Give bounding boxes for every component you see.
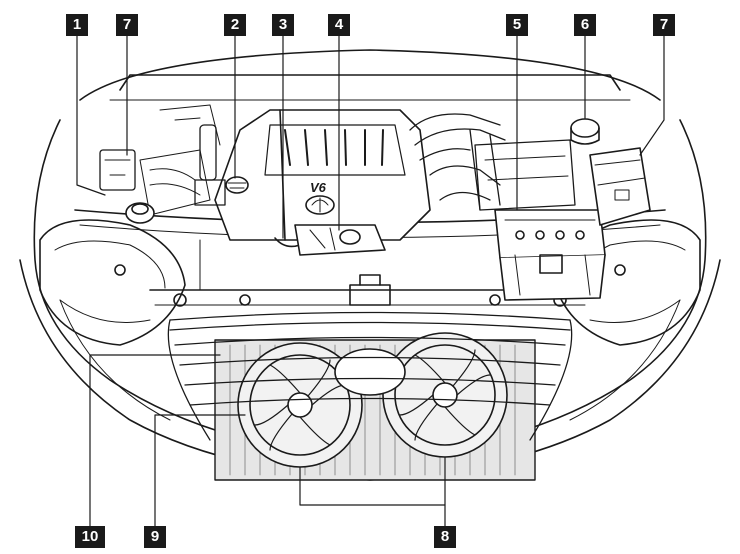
callout-10: 10 (75, 526, 105, 548)
callout-9: 9 (144, 526, 166, 548)
callout-4: 4 (328, 14, 350, 36)
fan-relay-oval (334, 348, 406, 396)
leader-lines (76, 29, 665, 536)
callout-6: 6 (574, 14, 596, 36)
left-compartment-parts (99, 104, 226, 216)
left-cooling-fan (237, 342, 363, 468)
callout-1: 1 (66, 14, 88, 36)
front-grille (167, 311, 573, 441)
brake-fluid-reservoir (125, 202, 155, 224)
right-cooling-fan (382, 332, 508, 458)
callout-8: 8 (434, 526, 456, 548)
fuse-box-right (589, 147, 651, 226)
washer-fluid-tank (570, 118, 600, 145)
callout-3: 3 (272, 14, 294, 36)
air-cleaner (474, 139, 576, 211)
callout-7-left: 7 (116, 14, 138, 36)
oil-filler-cap (225, 176, 249, 194)
engine-cover (214, 109, 431, 241)
callout-5: 5 (506, 14, 528, 36)
callout-7-right: 7 (653, 14, 675, 36)
battery (494, 209, 606, 301)
coolant-reservoir (294, 224, 386, 256)
intake-hoses (409, 113, 506, 211)
left-headlight (39, 219, 186, 346)
callout-2: 2 (224, 14, 246, 36)
engine-badge: V6 (310, 180, 327, 195)
